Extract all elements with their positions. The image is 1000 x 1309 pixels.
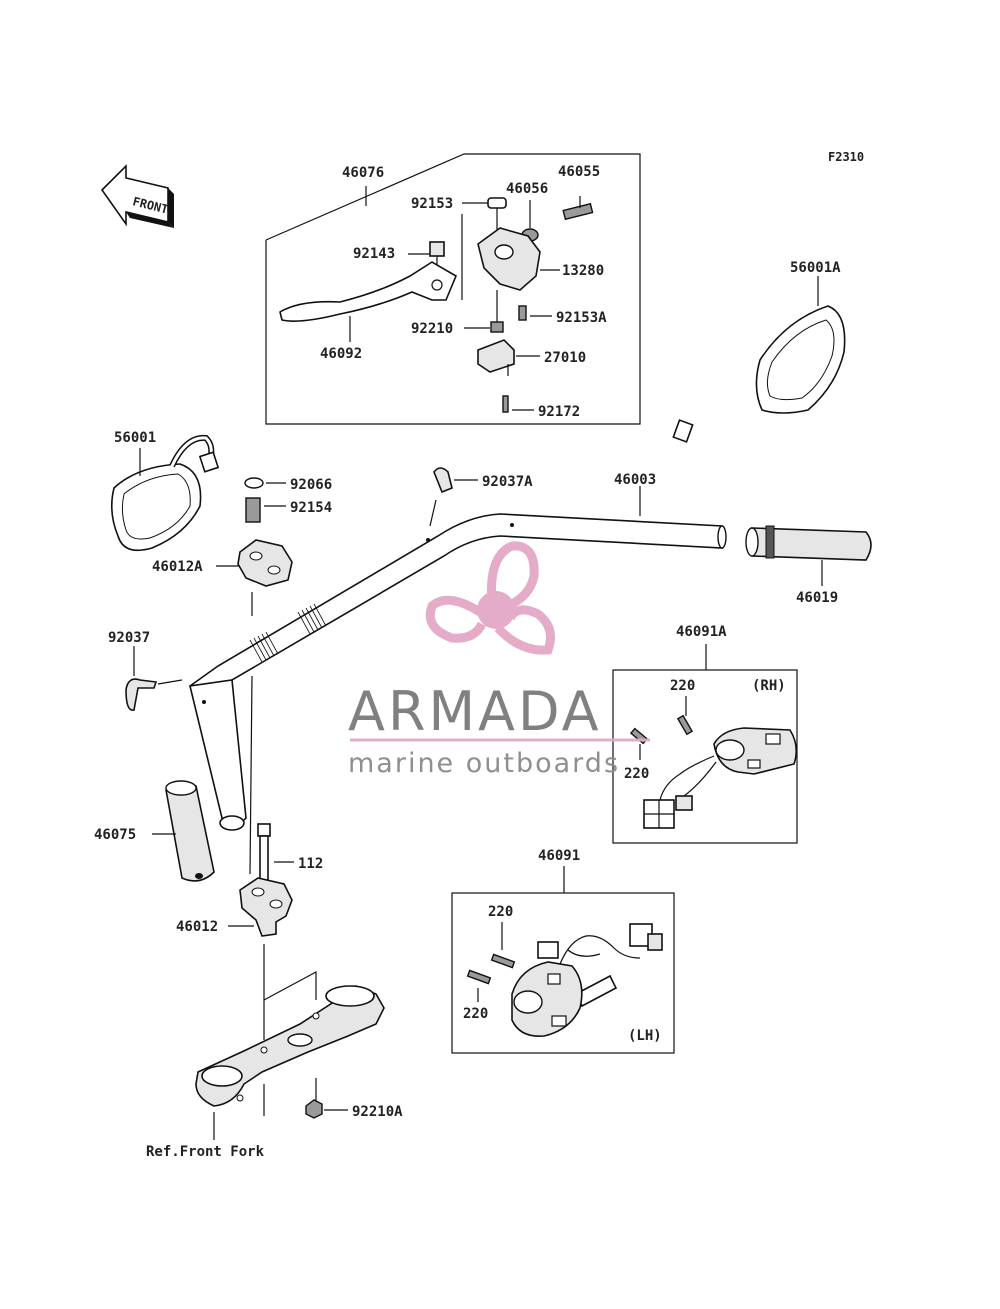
pivot-bolt-92153 [462,197,507,232]
part-label-46003: 46003 [614,472,656,488]
nut-92210 [464,290,504,333]
part-label-46056: 46056 [506,181,548,197]
part-label-92153: 92153 [411,196,453,212]
part-label-92066: 92066 [290,477,332,493]
part-label-46092: 46092 [320,346,362,362]
holder-lower-46012 [228,877,293,1040]
lever-holder-13280 [477,227,560,291]
screw-92153A [518,305,552,321]
part-label-92037: 92037 [108,630,150,646]
part-label-56001: 56001 [114,430,156,446]
mirror-right-56001A [672,276,846,443]
clamp-92037A [429,467,478,527]
part-label-46091: 46091 [538,848,580,864]
figure-code: F2310 [828,150,864,164]
part-label-92143: 92143 [353,246,395,262]
watermark-logo: ARMADA marine outboards [348,541,650,779]
part-label-92172: 92172 [538,404,580,420]
switch-box-left-frame [451,866,675,1054]
bolt-112 [257,823,294,881]
alignment-line-middle [249,675,253,875]
bolt-92154 [245,497,286,523]
cap-92066 [244,477,286,489]
part-label-112: 112 [298,856,323,872]
switch-box-right-frame [612,644,798,844]
part-label-92153A: 92153A [556,310,607,326]
handlebar-46003 [189,486,727,831]
part-label-220-d: 220 [463,1006,488,1022]
part-label-92210: 92210 [411,321,453,337]
switch-housing-left [466,922,663,1037]
front-direction-arrow: FRONT [100,164,174,228]
part-label-46076: 46076 [342,165,384,181]
part-label-220-a: 220 [670,678,695,694]
holder-upper-46012A [216,539,293,587]
switch-27010 [477,339,540,376]
side-label-left: (LH) [628,1028,662,1044]
triple-clamp-bracket [195,970,385,1140]
part-label-46075: 46075 [94,827,136,843]
lever-assembly-frame [265,153,641,425]
watermark-subtitle: marine outboards [348,748,620,779]
mirror-left-56001 [110,434,220,552]
knurl-band [249,603,327,663]
part-label-46091A: 46091A [676,624,727,640]
part-label-46019: 46019 [796,590,838,606]
part-label-220-c: 220 [488,904,513,920]
grip-right-46019 [745,525,872,586]
clutch-lever-46092 [279,261,458,342]
part-label-92037A: 92037A [482,474,533,490]
collar-92143 [408,214,463,300]
part-label-46012A: 46012A [152,559,203,575]
part-label-56001A: 56001A [790,260,841,276]
grip-left-46075 [152,780,215,882]
side-label-right: (RH) [752,678,786,694]
propeller-logo [425,541,555,655]
screw-92172 [502,395,534,413]
part-label-220-b: 220 [624,766,649,782]
watermark-title: ARMADA [348,680,602,743]
part-label-92210A: 92210A [352,1104,403,1120]
nut-92210A [305,1099,348,1119]
clamp-92037 [125,646,183,711]
reference-note: Ref.Front Fork [146,1144,265,1160]
bolt-46055 [562,196,594,221]
part-label-46055: 46055 [558,164,600,180]
part-label-46012: 46012 [176,919,218,935]
part-label-13280: 13280 [562,263,604,279]
part-label-92154: 92154 [290,500,332,516]
switch-housing-right [629,696,798,829]
part-label-27010: 27010 [544,350,586,366]
